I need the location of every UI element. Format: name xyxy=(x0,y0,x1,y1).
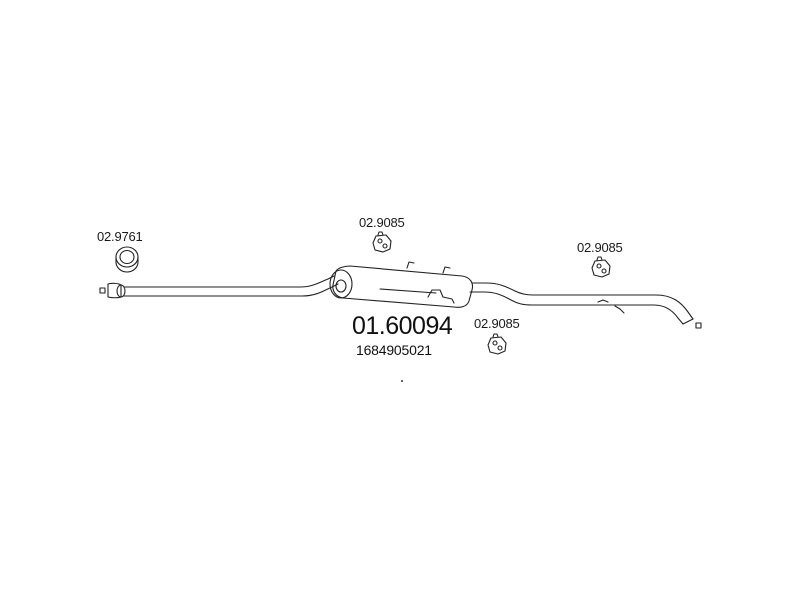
middle-muffler xyxy=(329,261,474,308)
seal-ring-icon xyxy=(115,246,139,273)
part-label-hanger-right: 02.9085 xyxy=(577,240,623,255)
rubber-hanger-icon xyxy=(487,333,507,355)
rear-pipe xyxy=(469,282,702,329)
stray-dot xyxy=(401,380,403,382)
front-flange xyxy=(99,282,126,299)
part-label-hanger-top: 02.9085 xyxy=(359,215,405,230)
rubber-hanger-icon xyxy=(591,256,611,278)
main-part-code: 01.60094 xyxy=(352,312,453,340)
part-label-hanger-bottom: 02.9085 xyxy=(474,316,520,331)
part-label-seal-ring: 02.9761 xyxy=(97,229,143,244)
rubber-hanger-icon xyxy=(372,231,392,253)
front-pipe xyxy=(123,275,339,297)
oem-number: 1684905021 xyxy=(356,342,432,358)
